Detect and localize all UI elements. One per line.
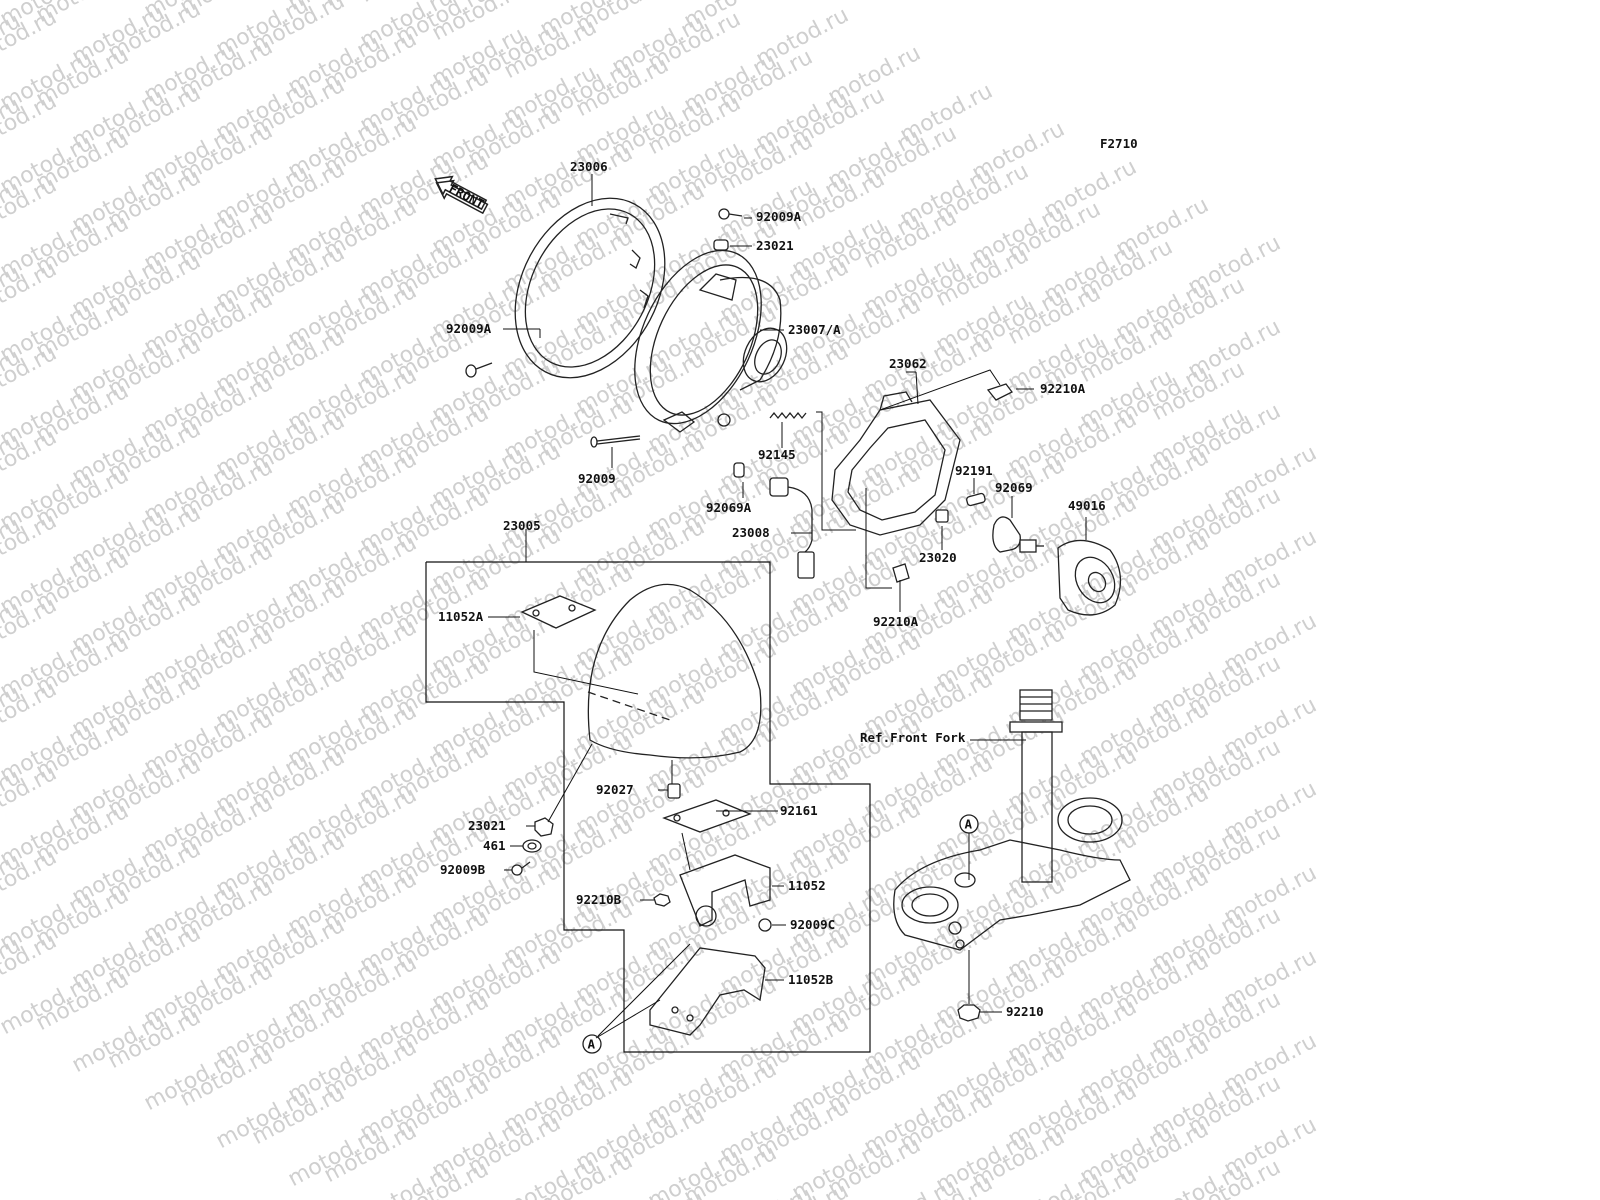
label-23006: 23006 bbox=[570, 159, 608, 174]
clip-92210a-bottom bbox=[892, 563, 910, 583]
headlight-housing-23007a bbox=[634, 249, 788, 433]
label-23005: 23005 bbox=[503, 518, 541, 533]
nut-92210 bbox=[957, 1004, 981, 1022]
washer-461 bbox=[522, 839, 542, 853]
dust-cover-49016 bbox=[1057, 539, 1122, 616]
headlight-rim-23006 bbox=[514, 197, 666, 379]
marker-a-bracket: A bbox=[582, 1034, 602, 1054]
label-92009a-top: 92009A bbox=[756, 209, 802, 224]
label-23021-top: 23021 bbox=[756, 238, 794, 253]
plate-11052a bbox=[520, 595, 597, 629]
label-92161: 92161 bbox=[780, 803, 818, 818]
assembly-23005-box bbox=[425, 561, 871, 1053]
grommet-23021-top bbox=[713, 239, 729, 251]
clip-92210a-right bbox=[986, 383, 1013, 401]
headlight-shell bbox=[587, 583, 762, 759]
screw-92009b bbox=[511, 861, 531, 876]
grommet-23021-bottom bbox=[534, 817, 554, 837]
label-92210: 92210 bbox=[1006, 1004, 1044, 1019]
label-23062: 23062 bbox=[889, 356, 927, 371]
adjuster-23020 bbox=[935, 509, 949, 523]
steering-stem-front-fork bbox=[893, 689, 1131, 951]
plate-92161 bbox=[662, 799, 752, 833]
pin-92191 bbox=[966, 492, 986, 507]
bracket-11052b bbox=[649, 947, 766, 1036]
screw-92009a-left bbox=[465, 362, 493, 378]
label-11052b: 11052B bbox=[788, 972, 834, 987]
label-92069: 92069 bbox=[995, 480, 1033, 495]
bulb-92069a bbox=[733, 462, 745, 478]
marker-a-bracket-label: A bbox=[588, 1037, 596, 1052]
label-11052a: 11052A bbox=[438, 609, 484, 624]
label-92009: 92009 bbox=[578, 471, 616, 486]
label-461: 461 bbox=[483, 838, 506, 853]
bulb-92069 bbox=[992, 516, 1044, 553]
part-labels: 23006 92009A 23021 92009A 23007/A 23062 … bbox=[438, 159, 1106, 1019]
nut-92009c bbox=[758, 918, 772, 932]
spring-92145 bbox=[769, 411, 807, 420]
nut-92210b bbox=[653, 893, 671, 907]
label-92009a-left: 92009A bbox=[446, 321, 492, 336]
label-23020: 23020 bbox=[919, 550, 957, 565]
reference-front-fork-label: Ref.Front Fork bbox=[860, 730, 966, 745]
label-92069a: 92069A bbox=[706, 500, 752, 515]
label-92009c: 92009C bbox=[790, 917, 835, 932]
label-92210a-bottom: 92210A bbox=[873, 614, 919, 629]
bulb-bracket-23062 bbox=[831, 391, 961, 536]
label-92210b: 92210B bbox=[576, 892, 622, 907]
collar-92027 bbox=[667, 783, 681, 799]
label-92191: 92191 bbox=[955, 463, 993, 478]
bracket-11052 bbox=[679, 854, 771, 927]
marker-a-fork: A bbox=[959, 814, 979, 834]
leader-lines bbox=[488, 174, 1087, 1039]
front-direction-arrow: FRONT bbox=[434, 175, 489, 215]
label-92145: 92145 bbox=[758, 447, 796, 462]
screw-92009 bbox=[590, 435, 641, 448]
label-23008: 23008 bbox=[732, 525, 770, 540]
label-11052: 11052 bbox=[788, 878, 826, 893]
label-23007a: 23007/A bbox=[788, 322, 841, 337]
label-92009b: 92009B bbox=[440, 862, 486, 877]
label-49016: 49016 bbox=[1068, 498, 1106, 513]
label-23021-bottom: 23021 bbox=[468, 818, 506, 833]
front-marker-label: FRONT bbox=[447, 181, 487, 212]
figure-code: F2710 bbox=[1100, 136, 1138, 151]
screw-92009a-top bbox=[718, 208, 743, 220]
socket-harness-23008 bbox=[769, 477, 815, 579]
label-92027: 92027 bbox=[596, 782, 634, 797]
marker-a-fork-label: A bbox=[965, 817, 973, 832]
label-92210a-right: 92210A bbox=[1040, 381, 1086, 396]
